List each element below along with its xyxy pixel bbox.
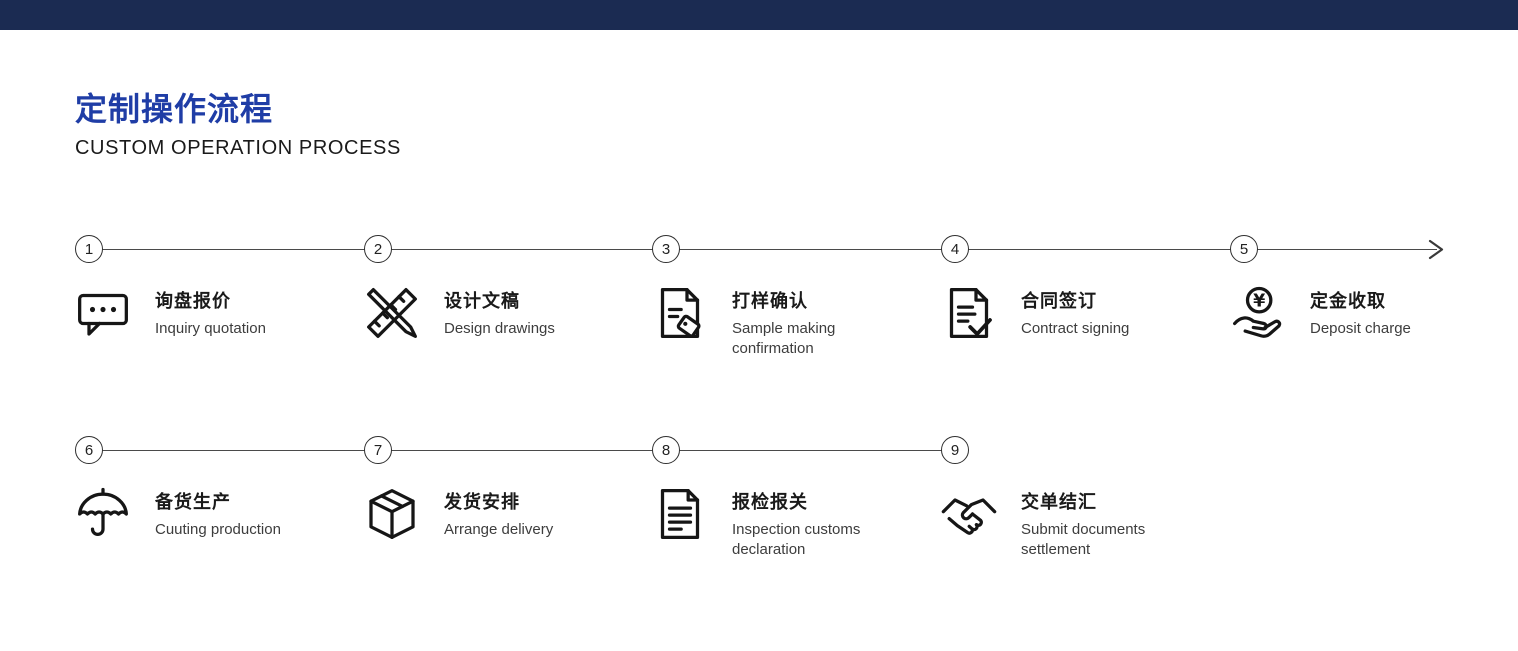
step-number: 8 — [661, 441, 671, 459]
process-step-9: 9 交单结汇 Submit documents settlement — [941, 436, 1226, 560]
contract-check-icon — [941, 285, 999, 343]
step-title-zh: 询盘报价 — [155, 291, 231, 311]
step-number: 1 — [84, 240, 94, 258]
step-number-badge: 4 — [941, 235, 969, 263]
step-title-en: Arrange delivery — [444, 521, 554, 538]
page-title: 定制操作流程 — [75, 91, 274, 127]
step-number: 4 — [950, 240, 960, 258]
step-title-en: Inspection customs declaration — [732, 521, 861, 558]
step-title-en: Submit documents settlement — [1021, 521, 1146, 558]
process-step-2: 2 设计文稿 Design drawings — [364, 235, 649, 343]
step-title-en: Cuuting production — [155, 521, 281, 538]
process-step-1: 1 询盘报价 Inquiry quotation — [75, 235, 360, 343]
step-number: 3 — [661, 240, 671, 258]
step-number-badge: 9 — [941, 436, 969, 464]
timeline-row2 — [89, 450, 955, 451]
step-number-badge: 7 — [364, 436, 392, 464]
design-tools-icon — [364, 285, 422, 343]
top-navy-bar — [0, 0, 1518, 30]
umbrella-icon — [75, 486, 133, 544]
process-step-4: 4 合同签订 Contract signing — [941, 235, 1226, 343]
step-number: 9 — [950, 441, 960, 459]
inspection-document-icon — [652, 486, 710, 544]
sample-tag-icon — [652, 285, 710, 343]
timeline-row1 — [89, 249, 1437, 250]
step-number: 7 — [373, 441, 383, 459]
step-title-zh: 定金收取 — [1310, 291, 1386, 311]
step-title-zh: 报检报关 — [732, 492, 808, 512]
step-title-zh: 交单结汇 — [1021, 492, 1097, 512]
handshake-icon — [941, 486, 999, 544]
package-icon — [364, 486, 422, 544]
step-number: 2 — [373, 240, 383, 258]
step-title-zh: 设计文稿 — [444, 291, 520, 311]
step-number-badge: 1 — [75, 235, 103, 263]
process-step-5: 5 ¥ 定金收取 Deposit charge — [1230, 235, 1515, 343]
deposit-hand-icon: ¥ — [1230, 285, 1288, 343]
step-number-badge: 5 — [1230, 235, 1258, 263]
svg-text:¥: ¥ — [1253, 292, 1265, 312]
step-number-badge: 8 — [652, 436, 680, 464]
process-step-3: 3 打样确认 Sample making confirmation — [652, 235, 937, 359]
chat-quote-icon — [75, 285, 133, 343]
timeline-arrow-icon — [1428, 239, 1444, 260]
step-title-en: Design drawings — [444, 320, 555, 337]
step-number-badge: 3 — [652, 235, 680, 263]
step-number-badge: 6 — [75, 436, 103, 464]
page-subtitle: CUSTOM OPERATION PROCESS — [75, 137, 401, 159]
step-title-en: Deposit charge — [1310, 320, 1411, 337]
process-step-7: 7 发货安排 Arrange delivery — [364, 436, 649, 544]
step-title-zh: 合同签订 — [1021, 291, 1097, 311]
step-number: 5 — [1239, 240, 1249, 258]
process-step-8: 8 报检报关 Inspection customs declaration — [652, 436, 937, 560]
step-title-zh: 备货生产 — [155, 492, 231, 512]
step-title-zh: 发货安排 — [444, 492, 520, 512]
step-number-badge: 2 — [364, 235, 392, 263]
step-title-en: Sample making confirmation — [732, 320, 836, 357]
step-title-en: Contract signing — [1021, 320, 1130, 337]
step-title-en: Inquiry quotation — [155, 320, 266, 337]
step-title-zh: 打样确认 — [732, 291, 808, 311]
process-step-6: 6 备货生产 Cuuting production — [75, 436, 360, 544]
step-number: 6 — [84, 441, 94, 459]
